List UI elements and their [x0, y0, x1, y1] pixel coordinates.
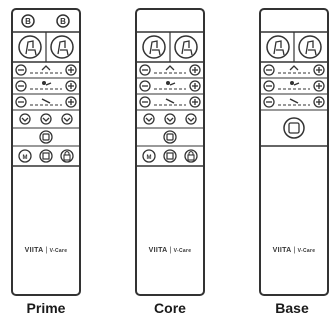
- minus-icon: [15, 64, 27, 76]
- lumbar-adjust-row: [139, 96, 201, 108]
- recline-seat-icon[interactable]: [174, 35, 198, 59]
- massage-icon[interactable]: M: [18, 149, 32, 163]
- chevron-down-icon[interactable]: [164, 113, 176, 125]
- light-icon[interactable]: [163, 149, 177, 163]
- chevron-down-icon[interactable]: [61, 113, 73, 125]
- svg-text:B: B: [25, 17, 31, 26]
- remote-base-face: [261, 31, 327, 147]
- square-stop-icon[interactable]: [283, 117, 305, 139]
- chevron-down-icon[interactable]: [185, 113, 197, 125]
- recline-seat-icon[interactable]: [18, 35, 42, 59]
- lumbar-adjust-row: [15, 96, 77, 108]
- caption-prime: Prime: [26, 300, 66, 316]
- chevron-down-icon[interactable]: [19, 113, 31, 125]
- square-stop-icon[interactable]: [163, 130, 177, 144]
- foot-adjust-row: [15, 80, 77, 92]
- massage-icon[interactable]: M: [142, 149, 156, 163]
- caption-core: Core: [154, 300, 186, 316]
- chevron-down-icon[interactable]: [143, 113, 155, 125]
- lock-icon[interactable]: [184, 149, 198, 163]
- light-icon[interactable]: [39, 149, 53, 163]
- brand-logo: VIITA|V-Care: [148, 247, 192, 254]
- recline-seat-icon[interactable]: [266, 35, 290, 59]
- foot-adjust-row: [139, 80, 201, 92]
- remote-prime: B B M: [11, 8, 81, 296]
- head-adjust-row: [139, 64, 201, 76]
- brand-logo: VIITA|V-Care: [24, 247, 68, 254]
- remote-base: VIITA|V-Care: [259, 8, 329, 296]
- svg-text:B: B: [60, 17, 66, 26]
- remote-core-face: M: [137, 31, 203, 167]
- b-button-right[interactable]: B: [56, 14, 70, 28]
- recline-seat-icon[interactable]: [142, 35, 166, 59]
- brand-logo: VIITA|V-Care: [272, 247, 316, 254]
- chevron-down-icon[interactable]: [40, 113, 52, 125]
- plus-icon: [65, 64, 77, 76]
- head-adjust-row: [263, 64, 325, 76]
- b-button-left[interactable]: B: [21, 14, 35, 28]
- svg-text:M: M: [147, 155, 152, 161]
- foot-adjust-row: [263, 80, 325, 92]
- caption-base: Base: [275, 300, 309, 316]
- recline-seat-icon[interactable]: [298, 35, 322, 59]
- svg-text:M: M: [23, 155, 28, 161]
- square-stop-icon[interactable]: [39, 130, 53, 144]
- head-adjust-row: [15, 64, 77, 76]
- lock-icon[interactable]: [60, 149, 74, 163]
- recline-seat-icon[interactable]: [50, 35, 74, 59]
- lumbar-adjust-row: [263, 96, 325, 108]
- remote-core: M VIITA|V-Care: [135, 8, 205, 296]
- remote-prime-face: B B M: [13, 14, 79, 167]
